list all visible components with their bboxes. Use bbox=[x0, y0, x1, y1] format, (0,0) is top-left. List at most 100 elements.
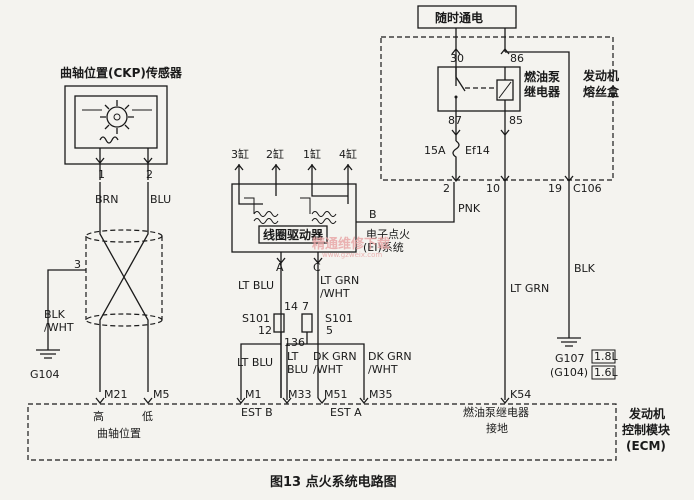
relay-coil-icon bbox=[465, 67, 514, 111]
splice-s101-left bbox=[273, 313, 285, 333]
relay-label-1: 燃油泵 bbox=[524, 69, 560, 84]
ckp-wire1-label: BRN bbox=[95, 193, 118, 206]
shield-wire-label-1: BLK bbox=[44, 308, 66, 321]
c106-pin19: 19 bbox=[548, 182, 562, 195]
ei-power-wire bbox=[356, 182, 455, 223]
wire-lt-blu-a: LT BLU bbox=[238, 279, 274, 292]
splice-branch-wires bbox=[240, 332, 365, 400]
ecm-label-1: 发动机 bbox=[628, 406, 665, 421]
relay-switch-icon bbox=[454, 67, 466, 111]
fuse-name: Ef14 bbox=[465, 144, 490, 157]
shield-drain-wire bbox=[47, 269, 86, 350]
ei-output-chevrons bbox=[276, 257, 323, 265]
c106-pin10: 10 bbox=[486, 182, 500, 195]
ecm-ckp: 曲轴位置 bbox=[97, 426, 141, 440]
wire-lt-grn-wht-2: /WHT bbox=[320, 287, 350, 300]
wire-dk-grn-1: DK GRN bbox=[313, 350, 357, 363]
ecm-pin-m33: M33 bbox=[288, 388, 312, 401]
wire-dk-grn2-1: DK GRN bbox=[368, 350, 412, 363]
ground-g107-label: G107 bbox=[555, 352, 585, 365]
ckp-sensor-inner bbox=[74, 95, 158, 149]
splice-s101-left-label: S101 bbox=[242, 312, 270, 325]
wire-lt-blu-c-2: BLU bbox=[287, 363, 308, 376]
relay-label-2: 继电器 bbox=[524, 84, 561, 99]
ecm-label-2: 控制模块 bbox=[622, 422, 671, 437]
power-feed-wires bbox=[455, 28, 570, 180]
ecm-fp-ground-1: 燃油泵继电器 bbox=[463, 405, 529, 419]
fuse-rating: 15A bbox=[424, 144, 446, 157]
ground-g104-icon bbox=[36, 349, 60, 359]
ei-term-b: B bbox=[369, 208, 377, 221]
ignition-coils-icon bbox=[238, 184, 349, 224]
splice-p13: 13 bbox=[284, 336, 298, 349]
cyl-3: 3缸 bbox=[231, 147, 249, 161]
ckp-terminal-chevrons bbox=[95, 157, 153, 165]
shield-wire-label-2: /WHT bbox=[44, 321, 74, 334]
coil-driver-label: 线圈驱动器 bbox=[263, 227, 324, 242]
power-box bbox=[417, 5, 517, 29]
tag-18l: 1.8L bbox=[594, 350, 618, 363]
ground-g107-icon bbox=[557, 337, 581, 347]
ecm-high: 高 bbox=[93, 409, 104, 423]
ei-module-box bbox=[231, 183, 357, 253]
ecm-est-a: EST A bbox=[330, 406, 362, 419]
ground-g104-label: G104 bbox=[30, 368, 60, 381]
relay-pin87: 87 bbox=[448, 114, 462, 127]
splice-p6: 6 bbox=[298, 336, 305, 349]
relay-output-wires bbox=[455, 111, 506, 180]
ei-label-2: (EI)系统 bbox=[363, 241, 404, 254]
relay-pin86: 86 bbox=[510, 52, 524, 65]
fuse-box-label-1: 发动机 bbox=[582, 68, 619, 83]
cyl-2: 2缸 bbox=[266, 147, 284, 161]
ecm-pin-chevrons bbox=[95, 397, 510, 405]
fuse-ef14-icon bbox=[452, 140, 460, 180]
coil-driver-box bbox=[258, 225, 328, 244]
ckp-coil-icon bbox=[99, 136, 119, 144]
ei-term-c: C bbox=[313, 261, 321, 274]
watermark-text: 精通维修下载 bbox=[312, 236, 390, 252]
figure-caption: 图13 点火系统电路图 bbox=[270, 474, 397, 490]
wire-lt-blu-b: LT BLU bbox=[237, 356, 273, 369]
tag-16l: 1.6L bbox=[594, 366, 618, 379]
ecm-est-b: EST B bbox=[241, 406, 273, 419]
ecm-label-3: (ECM) bbox=[626, 439, 666, 453]
splice-p12: 12 bbox=[258, 324, 272, 337]
wire-lt-blu-c-1: LT bbox=[287, 350, 299, 363]
ecm-pin-m21: M21 bbox=[104, 388, 128, 401]
splice-p5: 5 bbox=[326, 324, 333, 337]
ecm-fp-ground-2: 接地 bbox=[486, 422, 508, 435]
ground-g104-alt-label: (G104) bbox=[550, 366, 588, 379]
relay-box bbox=[437, 66, 521, 112]
ecm-pin-k54: K54 bbox=[510, 388, 531, 401]
wire-lt-grn-label: LT GRN bbox=[510, 282, 549, 295]
cyl-4: 4缸 bbox=[339, 147, 357, 161]
fuse-box-label-2: 熔丝盒 bbox=[583, 84, 620, 99]
c106-name: C106 bbox=[573, 182, 602, 195]
ecm-pin-m35: M35 bbox=[369, 388, 393, 401]
wire-pnk-label: PNK bbox=[458, 202, 481, 215]
watermark-url: www.gzweix.com bbox=[322, 251, 382, 259]
ecm-pin-m1: M1 bbox=[245, 388, 262, 401]
splice-p7: 7 bbox=[302, 300, 309, 313]
splice-p14: 14 bbox=[284, 300, 298, 313]
wire-dk-grn2-2: /WHT bbox=[368, 363, 398, 376]
wire-lt-grn-wht-1: LT GRN bbox=[320, 274, 359, 287]
ecm-boundary bbox=[27, 403, 617, 461]
wire-blk-label: BLK bbox=[574, 262, 596, 275]
ckp-pin1: 1 bbox=[98, 168, 105, 181]
c106-pin2: 2 bbox=[443, 182, 450, 195]
shielded-twisted-pair bbox=[85, 182, 163, 392]
relay-pin-chevrons bbox=[451, 47, 510, 137]
ckp-sensor-title: 曲轴位置(CKP)传感器 bbox=[60, 65, 183, 80]
ei-term-a: A bbox=[276, 261, 284, 274]
cyl-1: 1缸 bbox=[303, 147, 321, 161]
ckp-pin2: 2 bbox=[146, 168, 153, 181]
ei-label-1: 电子点火 bbox=[366, 228, 410, 241]
shield-pin: 3 bbox=[74, 258, 81, 271]
relay-pin85: 85 bbox=[509, 114, 523, 127]
splice-s101-right-label: S101 bbox=[325, 312, 353, 325]
spark-plug-leads bbox=[234, 163, 353, 184]
ecm-low: 低 bbox=[142, 410, 153, 423]
ckp-reluctor-icon bbox=[82, 100, 152, 134]
